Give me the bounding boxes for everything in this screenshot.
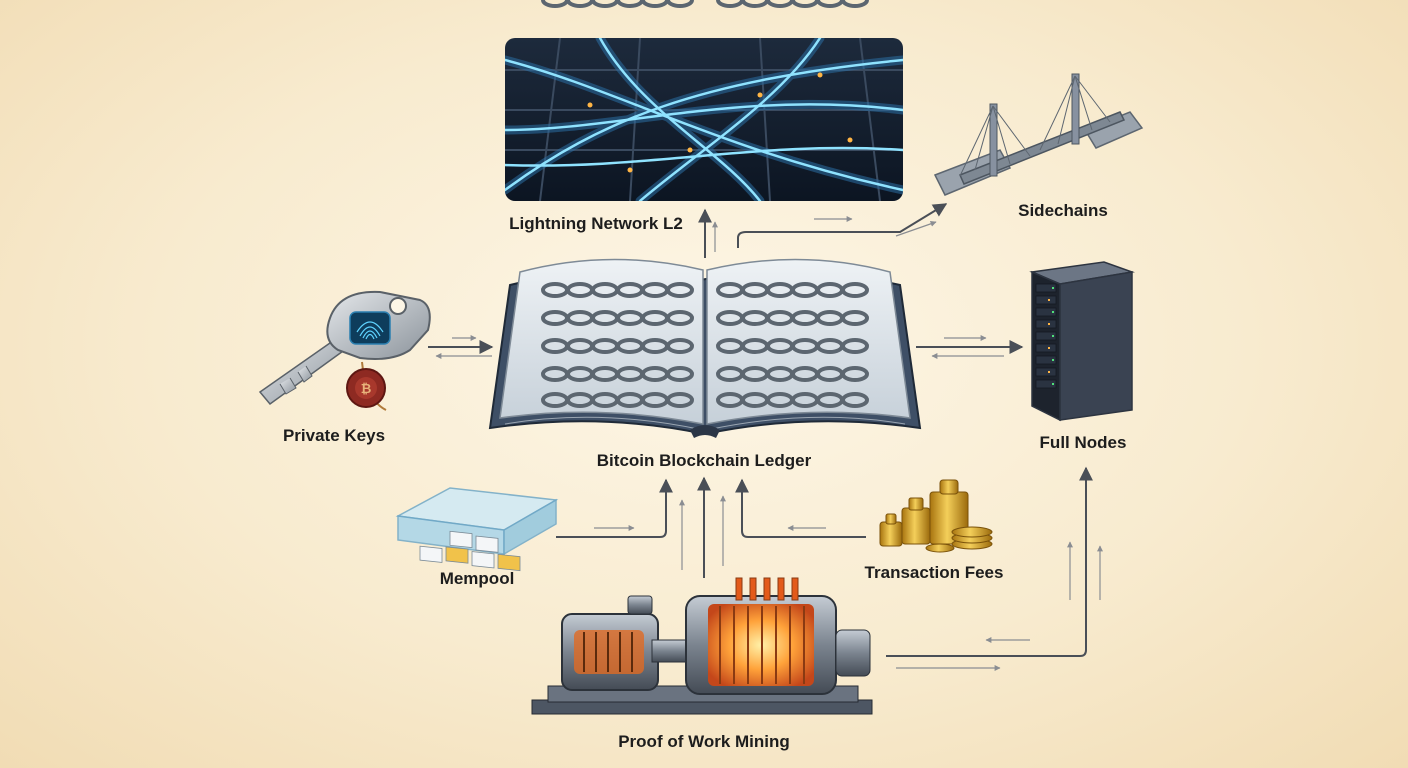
arrow-ledger-to-sidechains (737, 203, 948, 248)
chain-links (541, 0, 869, 8)
private-keys-label: Private Keys (282, 426, 386, 445)
transaction-fees-label: Transaction Fees (864, 563, 1004, 582)
arrow-fees-to-ledger (735, 478, 866, 538)
svg-text:₿: ₿ (361, 382, 372, 397)
arrow-mempool-to-ledger (556, 478, 673, 538)
proof-of-work-label: Proof of Work Mining (618, 732, 790, 751)
full-nodes-label: Full Nodes (1039, 433, 1127, 452)
sidechains-label: Sidechains (1018, 201, 1108, 220)
mempool-label: Mempool (439, 569, 515, 588)
ledger-label: Bitcoin Blockchain Ledger (596, 451, 812, 470)
arrow-mining-to-fullnodes (886, 466, 1093, 657)
lightning-label: Lightning Network L2 (509, 214, 683, 233)
